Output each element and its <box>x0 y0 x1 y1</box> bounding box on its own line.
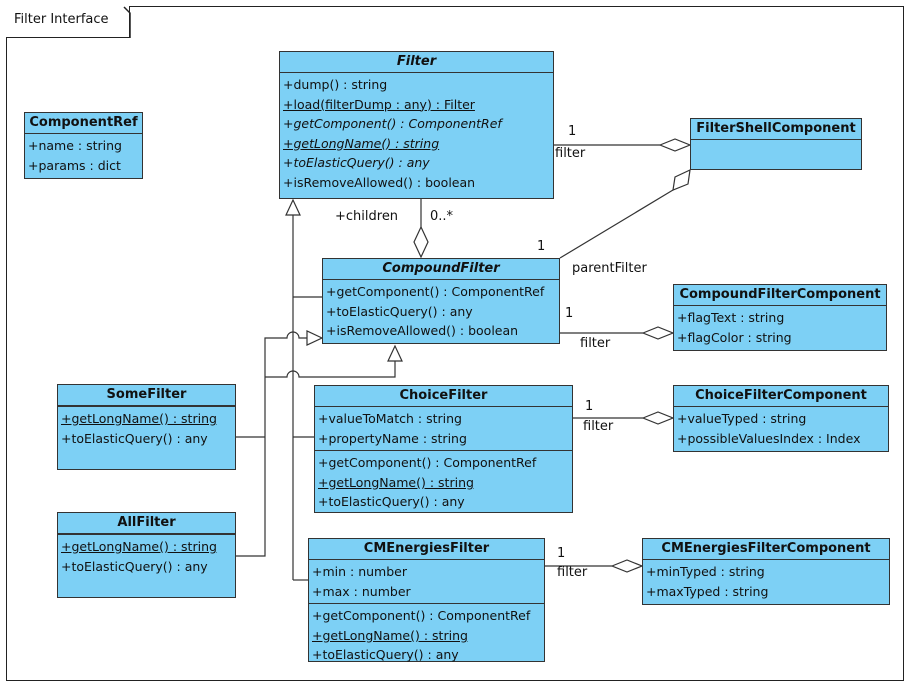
operation: +isRemoveAllowed() : boolean <box>326 323 519 338</box>
operation: +getLongName() : string <box>312 627 468 643</box>
attribute: +flagText : string <box>677 310 785 325</box>
parent-role: parentFilter <box>572 261 647 276</box>
cm-comp-multiplicity: 1 <box>557 546 566 561</box>
operation: +getLongName() : string <box>61 411 217 426</box>
frame-title: Filter Interface <box>6 6 130 38</box>
class-name: CMEnergiesFilterComponent <box>643 539 889 560</box>
diamond-children <box>413 225 429 259</box>
class-name: ComponentRef <box>25 113 142 134</box>
operation: +toElasticQuery() : any <box>326 303 473 319</box>
attribute: +maxTyped : string <box>646 583 769 599</box>
operation: +getComponent() : ComponentRef <box>326 284 545 299</box>
attribute: +flagColor : string <box>677 329 792 345</box>
attribute: +name : string <box>28 138 122 153</box>
operation: +toElasticQuery() : any <box>61 430 208 446</box>
gen-bottom-trunk <box>265 361 396 378</box>
operation: +getComponent() : ComponentRef <box>283 116 502 131</box>
class-filter-shell-component[interactable]: FilterShellComponent <box>690 118 862 170</box>
operation: +getComponent() : ComponentRef <box>318 455 537 470</box>
gen-arrow-compound-side <box>306 330 324 346</box>
class-name: FilterShellComponent <box>691 119 861 140</box>
class-choice-filter-component[interactable]: ChoiceFilterComponent +valueTyped : stri… <box>673 385 889 452</box>
operation: +toElasticQuery() : any <box>283 155 430 170</box>
attributes-section: +minTyped : string +maxTyped : string <box>643 560 889 603</box>
class-name: CompoundFilterComponent <box>674 285 886 306</box>
attributes-section <box>58 406 235 407</box>
attributes-section: +flagText : string +flagColor : string <box>674 306 886 349</box>
attribute: +valueToMatch : string <box>318 411 462 426</box>
diamond-choice-comp <box>641 411 675 425</box>
attribute: +possibleValuesIndex : Index <box>677 430 861 446</box>
class-compound-filter[interactable]: CompoundFilter +getComponent() : Compone… <box>322 258 560 344</box>
class-some-filter[interactable]: SomeFilter +getLongName() : string +toEl… <box>57 384 236 470</box>
class-compound-filter-component[interactable]: CompoundFilterComponent +flagText : stri… <box>673 284 887 351</box>
operation: +toElasticQuery() : any <box>318 494 465 509</box>
attribute: +min : number <box>312 564 407 579</box>
gen-arrow-compound-bottom <box>387 344 403 362</box>
choice-comp-role: filter <box>583 419 614 434</box>
class-all-filter[interactable]: AllFilter +getLongName() : string +toEla… <box>57 512 236 598</box>
class-choice-filter[interactable]: ChoiceFilter +valueToMatch : string +pro… <box>314 385 573 513</box>
children-role: +children <box>335 209 399 224</box>
attributes-section <box>58 534 235 535</box>
compound-comp-multiplicity: 1 <box>565 306 574 321</box>
operations-section: +getLongName() : string +toElasticQuery(… <box>58 407 235 450</box>
operations-section: +getComponent() : ComponentRef +toElasti… <box>323 280 559 343</box>
children-multiplicity: 0..* <box>430 209 454 224</box>
attributes-section: +min : number +max : number <box>309 560 544 604</box>
class-name: SomeFilter <box>58 385 235 406</box>
operation: +getLongName() : string <box>318 474 474 490</box>
attributes-section: +valueToMatch : string +propertyName : s… <box>315 407 572 451</box>
operation: +dump() : string <box>283 77 388 92</box>
empty-section <box>691 140 861 150</box>
class-cm-energies-filter-component[interactable]: CMEnergiesFilterComponent +minTyped : st… <box>642 538 890 605</box>
operation: +getLongName() : string <box>61 539 217 554</box>
filter-shell-role: filter <box>555 146 586 161</box>
cm-comp-role: filter <box>557 565 588 580</box>
filter-shell-multiplicity: 1 <box>568 124 577 139</box>
diamond-parent-filter <box>672 168 691 191</box>
attribute: +minTyped : string <box>646 564 765 579</box>
operations-section: +getLongName() : string +toElasticQuery(… <box>58 535 235 578</box>
attribute: +max : number <box>312 583 411 599</box>
attribute: +propertyName : string <box>318 430 467 446</box>
gen-arrow-filter <box>285 198 301 216</box>
gen-some-all-trunk <box>236 331 307 557</box>
attributes-section: +name : string +params : dict <box>25 134 142 177</box>
operation: +toElasticQuery() : any <box>312 647 459 662</box>
class-name: ChoiceFilter <box>315 386 572 407</box>
diamond-filter-shell <box>658 138 692 152</box>
operations-section: +dump() : string +load(filterDump : any)… <box>280 73 553 194</box>
class-name: ChoiceFilterComponent <box>674 386 888 407</box>
operation: +isRemoveAllowed() : boolean <box>283 174 476 190</box>
operations-section: +getComponent() : ComponentRef +getLongN… <box>315 451 572 514</box>
operations-section: +getComponent() : ComponentRef +getLongN… <box>309 604 544 667</box>
edge-parent-filter <box>559 189 674 259</box>
class-name: CMEnergiesFilter <box>309 539 544 560</box>
operation: +getComponent() : ComponentRef <box>312 608 531 623</box>
class-component-ref[interactable]: ComponentRef +name : string +params : di… <box>24 112 143 179</box>
operation: +load(filterDump : any) : Filter <box>283 96 475 112</box>
compound-comp-role: filter <box>580 336 611 351</box>
diamond-cm-comp <box>610 559 644 573</box>
class-name: Filter <box>280 52 553 73</box>
attribute: +valueTyped : string <box>677 411 807 426</box>
class-cm-energies-filter[interactable]: CMEnergiesFilter +min : number +max : nu… <box>308 538 545 662</box>
class-name: AllFilter <box>58 513 235 534</box>
class-filter[interactable]: Filter +dump() : string +load(filterDump… <box>279 51 554 199</box>
operation: +getLongName() : string <box>283 135 440 151</box>
attribute: +params : dict <box>28 157 121 173</box>
operation: +toElasticQuery() : any <box>61 558 208 574</box>
choice-comp-multiplicity: 1 <box>585 399 594 414</box>
diagram-frame <box>6 6 904 681</box>
diamond-compound-comp <box>641 326 675 340</box>
attributes-section: +valueTyped : string +possibleValuesInde… <box>674 407 888 450</box>
parent-multiplicity: 1 <box>537 239 546 254</box>
class-name: CompoundFilter <box>323 259 559 280</box>
